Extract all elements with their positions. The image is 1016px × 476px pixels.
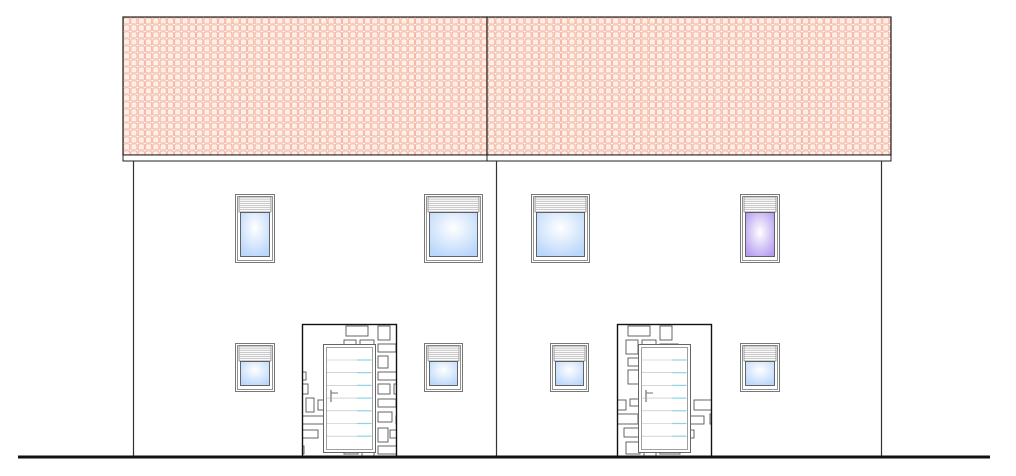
- fascia-left: [122, 154, 488, 162]
- roller-shutter-icon: [743, 196, 777, 213]
- roller-shutter-icon: [238, 345, 272, 362]
- door-handle-icon: [645, 390, 653, 402]
- windows: [235, 194, 780, 392]
- window: [531, 194, 590, 263]
- window: [424, 194, 483, 263]
- glass-pane: [429, 212, 478, 257]
- roller-shutter-icon: [427, 345, 460, 362]
- window: [235, 343, 275, 392]
- roof-tiles-right: [486, 16, 892, 156]
- window: [740, 343, 780, 392]
- glass-pane: [536, 212, 585, 257]
- walls: [132, 161, 883, 456]
- glass-pane: [745, 361, 775, 386]
- roller-shutter-icon: [427, 196, 480, 213]
- window: [740, 194, 780, 263]
- entrance-door: [301, 323, 398, 458]
- glass-pane: [240, 212, 270, 257]
- roof-tiles-left: [122, 16, 488, 156]
- door-handle-icon: [330, 390, 338, 402]
- window: [550, 343, 589, 392]
- roller-shutter-icon: [743, 345, 777, 362]
- window: [424, 343, 463, 392]
- entrance-door: [616, 323, 713, 458]
- glass-pane: [429, 361, 458, 386]
- fascia-right: [486, 154, 892, 162]
- roof: [122, 16, 892, 162]
- roller-shutter-icon: [553, 345, 586, 362]
- window: [235, 194, 275, 263]
- roller-shutter-icon: [238, 196, 272, 213]
- glass-pane: [745, 212, 775, 257]
- roller-shutter-icon: [534, 196, 587, 213]
- glass-pane: [555, 361, 584, 386]
- glass-pane: [240, 361, 270, 386]
- doors: [301, 323, 713, 458]
